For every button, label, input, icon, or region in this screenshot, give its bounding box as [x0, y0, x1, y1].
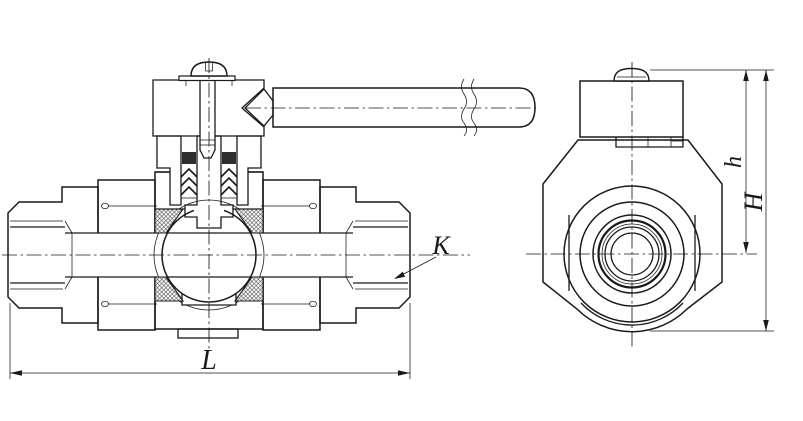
- handle-end-wedge: [244, 88, 274, 127]
- o-ring-icon: [309, 300, 317, 308]
- dim-label-L: L: [200, 345, 217, 376]
- left-view-section: K L: [2, 58, 536, 379]
- packing-seal: [182, 152, 196, 164]
- screw-dome-icon: [613, 67, 650, 82]
- joint-seals: [101, 202, 317, 308]
- right-view-end: h H: [526, 62, 774, 348]
- chevron-packing-icon: [220, 167, 238, 196]
- chevron-packing-icon: [180, 167, 198, 196]
- o-ring-icon: [101, 202, 109, 210]
- stem-packing: [180, 152, 238, 199]
- thread-callout-K: K: [394, 231, 451, 279]
- dim-label-H: H: [739, 191, 768, 212]
- bonnet-wall-left: [156, 135, 182, 206]
- bonnet-wall-right: [236, 135, 262, 206]
- hex-end-right: [319, 186, 411, 324]
- dimension-H: H: [650, 70, 774, 332]
- thread-label-K: K: [431, 231, 451, 260]
- o-ring-icon: [101, 300, 109, 308]
- dim-label-h: h: [721, 156, 747, 168]
- handle-lever: [272, 78, 536, 137]
- hex-end-left: [7, 186, 99, 324]
- stem-screw: [178, 61, 236, 159]
- packing-seal: [222, 152, 236, 164]
- bottom-boss: [177, 328, 239, 339]
- stem: [184, 135, 234, 229]
- o-ring-icon: [309, 202, 317, 210]
- break-line-icon: [461, 78, 467, 137]
- dimension-h: h: [650, 69, 774, 253]
- dimension-L: L: [9, 303, 411, 379]
- end-view-body-outline: [542, 139, 723, 333]
- break-line-icon: [471, 78, 477, 137]
- handle-end-view: [579, 67, 684, 148]
